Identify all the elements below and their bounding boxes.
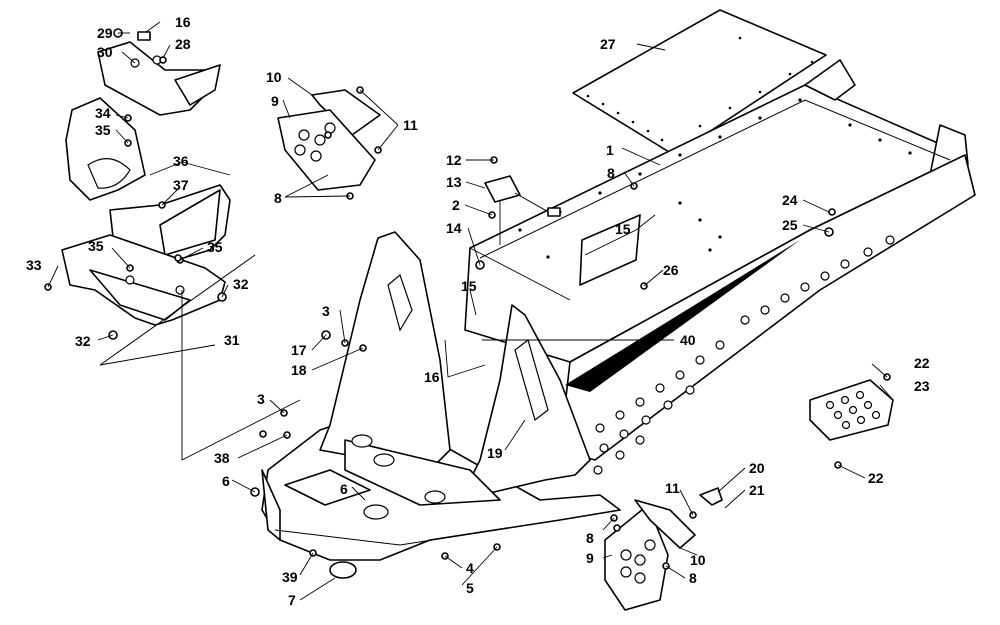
callout-20: 20 [749, 460, 765, 476]
callout-7: 7 [288, 592, 296, 608]
callout-18: 18 [291, 362, 307, 378]
part-13-module [484, 175, 561, 217]
callout-38: 38 [214, 450, 230, 466]
callout-13: 13 [446, 174, 462, 190]
callout-12: 12 [446, 152, 462, 168]
callout-33: 33 [26, 257, 42, 273]
callout-15b: 15 [615, 221, 631, 237]
callout-23: 23 [914, 378, 930, 394]
part-20-clip [699, 487, 723, 506]
part-7-plug [329, 561, 357, 579]
callout-37: 37 [173, 177, 189, 193]
part-27-panel [572, 9, 827, 156]
callout-40: 40 [680, 332, 696, 348]
callout-10a: 10 [266, 69, 282, 85]
callout-31: 31 [224, 332, 240, 348]
callout-3a: 3 [322, 303, 330, 319]
part-23-footrest [809, 379, 894, 441]
callout-22a: 22 [914, 355, 930, 371]
callout-6b: 6 [340, 481, 348, 497]
bulkhead-frame [261, 231, 621, 561]
callout-14: 14 [446, 220, 462, 236]
callout-2: 2 [452, 197, 460, 213]
callout-3b: 3 [257, 391, 265, 407]
callout-8a: 8 [274, 190, 282, 206]
callout-17: 17 [291, 342, 307, 358]
callout-5: 5 [466, 580, 474, 596]
callout-22b: 22 [868, 470, 884, 486]
callout-16b: 16 [424, 369, 440, 385]
callout-4: 4 [466, 560, 474, 576]
callout-28: 28 [175, 36, 191, 52]
callout-30: 30 [97, 44, 113, 60]
part-10-bracket-top [311, 89, 381, 136]
callout-35c: 35 [207, 239, 223, 255]
part-30-bracket [97, 41, 221, 116]
callout-36: 36 [173, 153, 189, 169]
callout-19: 19 [487, 445, 503, 461]
callout-15a: 15 [461, 278, 477, 294]
part-31-bracket-assembly [61, 234, 256, 366]
callout-35a: 35 [95, 122, 111, 138]
callout-21: 21 [749, 482, 765, 498]
callout-24: 24 [782, 192, 798, 208]
callout-34: 34 [95, 105, 111, 121]
callout-8c: 8 [586, 530, 594, 546]
callout-39: 39 [282, 569, 298, 585]
callout-6a: 6 [222, 473, 230, 489]
callout-16a: 16 [175, 14, 191, 30]
callout-9a: 9 [271, 93, 279, 109]
part-9-cover-bottom [604, 504, 669, 611]
callout-32b: 32 [75, 333, 91, 349]
callout-27: 27 [600, 36, 616, 52]
callout-8b: 8 [607, 165, 615, 181]
callout-26: 26 [663, 262, 679, 278]
callout-11b: 11 [665, 480, 680, 496]
leader-lines [47, 21, 894, 601]
callout-1: 1 [606, 142, 614, 158]
callout-10b: 10 [690, 552, 706, 568]
callout-25: 25 [782, 217, 798, 233]
callout-11a: 11 [403, 117, 418, 133]
callout-labels: 1 2 3 3 4 5 6 6 7 8 8 8 8 9 9 10 10 11 1… [26, 14, 930, 608]
callout-35b: 35 [88, 238, 104, 254]
part-34-bracket [65, 97, 146, 201]
callout-8d: 8 [689, 570, 697, 586]
part-10-bracket-bottom [634, 499, 696, 549]
callout-9b: 9 [586, 550, 594, 566]
callout-32a: 32 [233, 276, 249, 292]
callout-29: 29 [97, 25, 113, 41]
